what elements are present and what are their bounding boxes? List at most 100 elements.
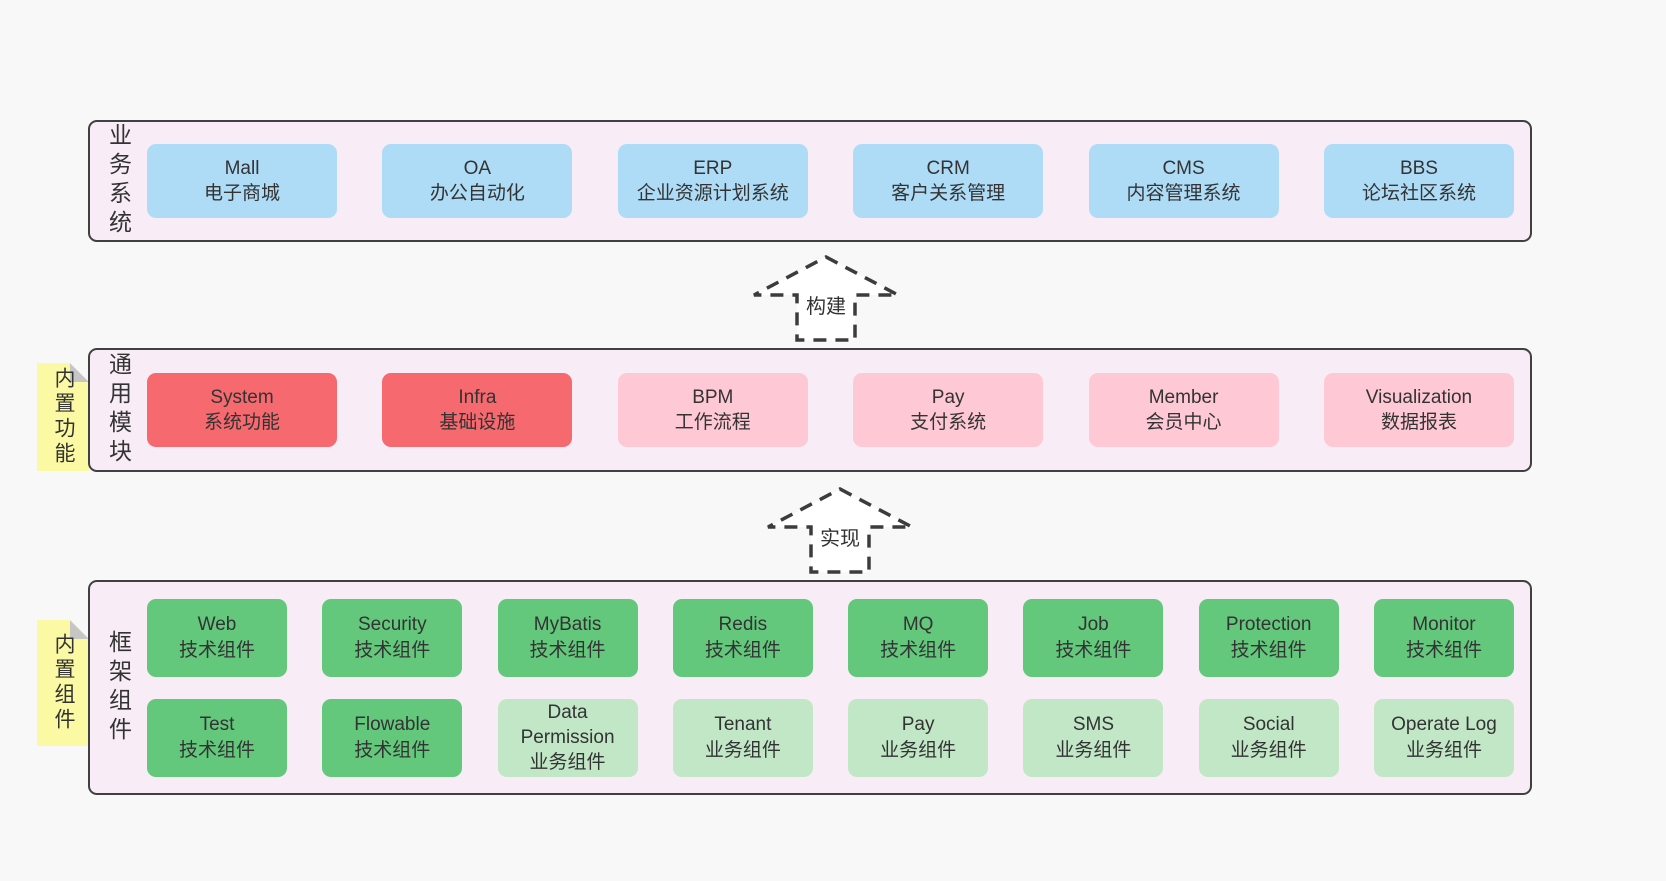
- layer-framework-components: 框架组件 Web 技术组件 Security 技术组件 MyBatis 技术组件…: [88, 580, 1532, 795]
- box-subtitle: 业务组件: [880, 739, 957, 761]
- box-title: Protection: [1225, 614, 1312, 636]
- layer-label: 框架组件: [105, 629, 132, 746]
- box-title: Pay: [931, 386, 965, 408]
- diagram-box: Data Permission 业务组件: [497, 698, 638, 777]
- box-row: Web 技术组件 Security 技术组件 MyBatis 技术组件 Redi…: [147, 598, 1514, 677]
- arrow-implement: 实现: [767, 487, 913, 574]
- box-subtitle: 技术组件: [529, 639, 606, 661]
- diagram-box: Redis 技术组件: [672, 598, 813, 677]
- diagram-box: Member 会员中心: [1088, 373, 1279, 447]
- diagram-box: BBS 论坛社区系统: [1323, 144, 1514, 218]
- box-row: Mall 电子商城 OA 办公自动化 ERP 企业资源计划系统 CRM 客户关系…: [147, 144, 1530, 218]
- box-title: Web: [197, 614, 237, 636]
- diagram-box: Infra 基础设施: [382, 373, 573, 447]
- sticky-note-label: 内置组件: [52, 633, 75, 733]
- box-subtitle: 工作流程: [674, 412, 751, 433]
- diagram-box: MyBatis 技术组件: [497, 598, 638, 677]
- box-title: ERP: [693, 157, 733, 179]
- sticky-note-builtin-features: 内置功能: [37, 363, 89, 471]
- sticky-note-builtin-components: 内置组件: [37, 620, 89, 746]
- diagram-box: OA 办公自动化: [382, 144, 573, 218]
- layer-common-modules: 通用模块 System 系统功能 Infra 基础设施 BPM 工作流程 Pay…: [88, 348, 1532, 472]
- box-subtitle: 技术组件: [354, 739, 431, 761]
- box-subtitle: 基础设施: [439, 412, 516, 433]
- box-subtitle: 技术组件: [880, 639, 957, 661]
- box-subtitle: 技术组件: [704, 639, 781, 661]
- box-title: Monitor: [1412, 614, 1476, 636]
- diagram-box: SMS 业务组件: [1023, 698, 1164, 777]
- box-title: Pay: [901, 714, 935, 736]
- box-title: MyBatis: [533, 614, 602, 636]
- diagram-box: ERP 企业资源计划系统: [617, 144, 808, 218]
- box-rows: Web 技术组件 Security 技术组件 MyBatis 技术组件 Redi…: [147, 598, 1530, 777]
- box-title: System: [210, 386, 274, 408]
- diagram-box: Mall 电子商城: [147, 144, 337, 218]
- box-subtitle: 系统功能: [203, 412, 280, 433]
- box-subtitle: 客户关系管理: [891, 183, 1006, 204]
- sticky-note-label: 内置功能: [52, 367, 75, 467]
- box-subtitle: 电子商城: [203, 183, 280, 204]
- diagram-box: Security 技术组件: [322, 598, 463, 677]
- box-title: Security: [357, 614, 427, 636]
- box-subtitle: 业务组件: [1230, 739, 1307, 761]
- box-title: Data Permission: [520, 701, 615, 748]
- box-title: Flowable: [354, 714, 431, 736]
- box-subtitle: 技术组件: [1405, 639, 1482, 661]
- diagram-box: Flowable 技术组件: [322, 698, 463, 777]
- diagram-box: MQ 技术组件: [848, 598, 989, 677]
- layer-label: 业务系统: [105, 123, 132, 239]
- box-title: CMS: [1162, 157, 1205, 179]
- box-title: Member: [1148, 386, 1219, 408]
- layer-label: 通用模块: [105, 352, 132, 468]
- diagram-box: Visualization 数据报表: [1323, 373, 1514, 447]
- diagram-box: Tenant 业务组件: [672, 698, 813, 777]
- arrow-label: 实现: [820, 527, 860, 550]
- box-subtitle: 论坛社区系统: [1361, 183, 1476, 204]
- box-subtitle: 业务组件: [1055, 739, 1132, 761]
- box-title: Operate Log: [1391, 714, 1497, 736]
- box-title: SMS: [1072, 714, 1114, 736]
- box-title: CRM: [926, 157, 970, 179]
- diagram-box: Monitor 技术组件: [1373, 598, 1514, 677]
- box-subtitle: 技术组件: [178, 739, 255, 761]
- box-subtitle: 数据报表: [1380, 412, 1457, 433]
- box-title: Tenant: [714, 714, 772, 736]
- box-subtitle: 技术组件: [1055, 639, 1132, 661]
- box-title: BPM: [692, 386, 734, 408]
- diagram-box: BPM 工作流程: [617, 373, 808, 447]
- box-subtitle: 业务组件: [704, 739, 781, 761]
- box-title: Test: [199, 714, 235, 736]
- box-subtitle: 会员中心: [1145, 412, 1222, 433]
- box-subtitle: 支付系统: [910, 412, 987, 433]
- diagram-box: Social 业务组件: [1198, 698, 1339, 777]
- box-title: Infra: [458, 386, 497, 408]
- folded-corner-icon: [70, 363, 89, 382]
- box-title: BBS: [1399, 157, 1438, 179]
- arrow-label: 构建: [806, 295, 846, 318]
- box-title: Mall: [224, 157, 260, 179]
- box-row: System 系统功能 Infra 基础设施 BPM 工作流程 Pay 支付系统…: [147, 373, 1530, 447]
- box-subtitle: 办公自动化: [429, 183, 525, 204]
- box-title: Redis: [718, 614, 768, 636]
- box-subtitle: 业务组件: [529, 752, 606, 774]
- box-subtitle: 技术组件: [354, 639, 431, 661]
- diagram-box: Operate Log 业务组件: [1373, 698, 1514, 777]
- diagram-box: CRM 客户关系管理: [853, 144, 1044, 218]
- box-title: OA: [463, 157, 492, 179]
- diagram-box: Job 技术组件: [1023, 598, 1164, 677]
- folded-corner-icon: [70, 620, 89, 639]
- diagram-box: Pay 支付系统: [853, 373, 1044, 447]
- layer-business-systems: 业务系统 Mall 电子商城 OA 办公自动化 ERP 企业资源计划系统 CRM…: [88, 120, 1532, 242]
- diagram-box: Test 技术组件: [147, 698, 287, 777]
- box-title: Visualization: [1365, 386, 1473, 408]
- box-subtitle: 业务组件: [1405, 739, 1482, 761]
- box-subtitle: 技术组件: [1230, 639, 1307, 661]
- box-title: Social: [1242, 714, 1295, 736]
- diagram-box: Protection 技术组件: [1198, 598, 1339, 677]
- arrow-build: 构建: [753, 255, 899, 342]
- box-subtitle: 企业资源计划系统: [636, 183, 789, 204]
- box-row: Test 技术组件 Flowable 技术组件 Data Permission …: [147, 698, 1514, 777]
- box-subtitle: 内容管理系统: [1126, 183, 1241, 204]
- diagram-box: System 系统功能: [147, 373, 337, 447]
